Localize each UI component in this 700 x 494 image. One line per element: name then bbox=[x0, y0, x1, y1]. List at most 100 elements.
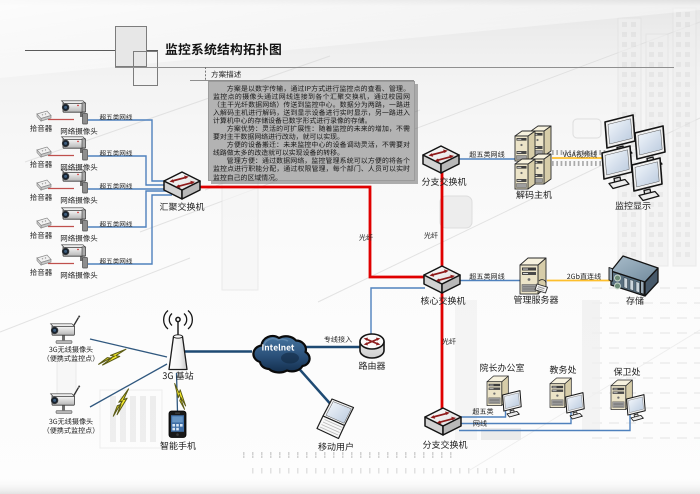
audio-pickup-icon[interactable] bbox=[36, 254, 52, 266]
logo-square-large bbox=[115, 26, 147, 67]
cat5e-cable-label: 超五类网线 bbox=[99, 255, 133, 266]
cat5e-cable-label: 超五类网线 bbox=[99, 111, 133, 122]
fiber-label-2: 光纤 bbox=[423, 231, 439, 242]
network-camera-icon[interactable] bbox=[61, 169, 88, 194]
internet-cloud-label: Intelnet bbox=[261, 341, 295, 354]
core-switch-icon[interactable] bbox=[423, 265, 461, 294]
cat5e-offices-label-1: 超五类 bbox=[472, 407, 494, 418]
network-camera-label: 网络摄像头 bbox=[60, 125, 98, 137]
audio-pickup-icon[interactable] bbox=[36, 217, 52, 229]
wireless-camera1-icon[interactable] bbox=[49, 314, 81, 345]
storage-icon[interactable] bbox=[608, 255, 659, 297]
router-icon[interactable] bbox=[359, 333, 385, 359]
wireless-camera2-sublabel: （便携式监控点） bbox=[42, 426, 100, 437]
audio-pickup-icon[interactable] bbox=[36, 179, 52, 191]
base-station-label: 3G 基站 bbox=[162, 369, 194, 383]
description-paragraph: 方案优势：灵活的可扩展性：随着监控的未来的增加，不需要对主干数据网络进行改动，就… bbox=[213, 123, 410, 142]
network-camera-label: 网络摄像头 bbox=[60, 194, 98, 206]
decoder-host-label: 解码主机 bbox=[515, 188, 553, 202]
wireless-camera2-icon[interactable] bbox=[49, 384, 81, 415]
wireless-bolt1-icon bbox=[98, 344, 127, 370]
direct-2gb-label: 2Gb直连线 bbox=[566, 272, 602, 283]
cat5e-cable-line bbox=[88, 194, 172, 265]
audio-pickup-label: 拾音器 bbox=[29, 158, 53, 170]
cat5e-line-router-core bbox=[370, 287, 425, 334]
cat5e-cable-line bbox=[88, 155, 172, 186]
monitor-4 bbox=[631, 157, 663, 202]
wireless-bolt2-icon bbox=[105, 388, 137, 417]
monitor-wall-label: 监控显示 bbox=[614, 199, 652, 213]
cat5e-cable-line bbox=[88, 190, 172, 228]
branch-switch-top-icon[interactable] bbox=[422, 145, 460, 174]
audio-pickup-label: 拾音器 bbox=[29, 122, 53, 134]
description-box: 方案是以数字传输，通过IP方式进行监控点的查看、管理。监控点的摄像头通过网线连接… bbox=[208, 81, 415, 181]
cat5e-line-office1 bbox=[459, 410, 507, 418]
leased-line-label: 专线接入 bbox=[323, 335, 353, 346]
cat5e-cable-label: 超五类网线 bbox=[99, 180, 133, 191]
cat5e-label-branchtop: 超五类网线 bbox=[469, 150, 505, 161]
vga-cable-label: VGA视频线 bbox=[562, 150, 598, 161]
cat5e-cable-label: 超五类网线 bbox=[99, 218, 133, 229]
page-title: 监控系统结构拓扑图 bbox=[165, 39, 282, 58]
management-server-icon[interactable] bbox=[519, 257, 548, 295]
office-academic-label: 教务处 bbox=[549, 363, 577, 377]
smartphone-label: 智能手机 bbox=[159, 439, 197, 453]
monitor-3 bbox=[601, 145, 633, 190]
fiber-label-1: 光纤 bbox=[358, 233, 374, 244]
office-security-label: 保卫处 bbox=[613, 365, 641, 379]
wireless-camera1-sublabel: （便携式监控点） bbox=[42, 354, 100, 365]
audio-pickup-icon[interactable] bbox=[36, 146, 52, 158]
cat5e-cable-label: 超五类网线 bbox=[99, 147, 133, 158]
vga-cable-bundle bbox=[552, 150, 607, 166]
wireless-camera1-label: 3G无线摄像头 bbox=[48, 345, 94, 356]
logo-square-small bbox=[133, 51, 158, 86]
audio-pickup-label: 拾音器 bbox=[29, 229, 53, 241]
aggregation-switch-label: 汇聚交换机 bbox=[159, 200, 205, 214]
office-academic-workstation-icon[interactable] bbox=[549, 377, 585, 420]
cat5e-cable-line bbox=[88, 119, 172, 182]
mobile-user-icon[interactable] bbox=[316, 398, 355, 440]
description-paragraph: 管理方便：通过数据网络，监控管理系统可以方便的将各个监控点进行职能分配，通过权限… bbox=[213, 155, 410, 182]
branch-switch-top-label: 分支交换机 bbox=[421, 175, 467, 189]
wireless-link-camera1 bbox=[89, 338, 168, 358]
internet-line-cloud-laptop bbox=[293, 362, 335, 409]
monitor-wall-icon[interactable] bbox=[601, 114, 666, 202]
network-camera-icon[interactable] bbox=[61, 207, 88, 232]
mobile-user-label: 移动用户 bbox=[317, 440, 355, 454]
storage-label: 存储 bbox=[625, 294, 645, 308]
smartphone-icon[interactable] bbox=[168, 410, 187, 438]
network-camera-label: 网络摄像头 bbox=[60, 232, 98, 244]
audio-pickup-label: 拾音器 bbox=[29, 266, 53, 278]
network-camera-icon[interactable] bbox=[61, 100, 88, 125]
aggregation-switch-icon[interactable] bbox=[163, 171, 201, 200]
wireless-bolt3-icon bbox=[167, 382, 192, 410]
wireless-camera2-label: 3G无线摄像头 bbox=[48, 417, 94, 428]
fiber-label-3: 光纤 bbox=[441, 337, 457, 348]
cat5e-offices-label-2: 网线 bbox=[472, 419, 488, 430]
audio-pickup-icon[interactable] bbox=[36, 110, 52, 122]
audio-pickup-label: 拾音器 bbox=[29, 191, 53, 203]
wireless-link-camera2 bbox=[89, 363, 168, 408]
description-paragraph: 方便的设备搬迁：未来监控中心的设备调动灵活，不需要对线路做太多的改造就可以实现设… bbox=[213, 139, 410, 158]
network-camera-label: 网络摄像头 bbox=[60, 269, 98, 281]
branch-switch-bottom-label: 分支交换机 bbox=[422, 438, 468, 452]
fiber-line-aggregation-core bbox=[199, 185, 425, 279]
cat5e-line-office3 bbox=[459, 415, 631, 432]
router-label: 路由器 bbox=[358, 359, 386, 373]
office-security-workstation-icon[interactable] bbox=[610, 379, 646, 422]
branch-switch-bottom-icon[interactable] bbox=[424, 407, 462, 436]
base-station-icon[interactable] bbox=[162, 309, 194, 371]
cat5e-label-core: 超五类网线 bbox=[469, 271, 505, 282]
network-camera-icon[interactable] bbox=[61, 244, 88, 269]
office-dean-label: 院长办公室 bbox=[479, 361, 525, 375]
management-server-label: 管理服务器 bbox=[513, 293, 559, 307]
description-header: 方案描述 bbox=[211, 68, 242, 80]
network-camera-icon[interactable] bbox=[61, 136, 88, 161]
network-camera-label: 网络摄像头 bbox=[60, 161, 98, 173]
core-switch-label: 核心交换机 bbox=[420, 294, 466, 308]
decoder-host-icon[interactable] bbox=[514, 125, 552, 190]
